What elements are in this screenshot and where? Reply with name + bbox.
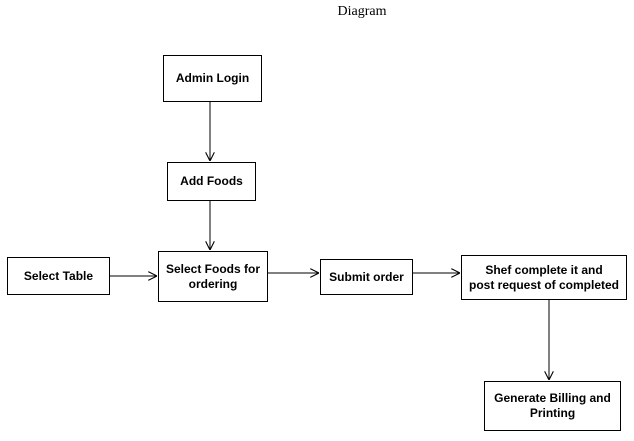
admin-login-box: Admin Login (163, 55, 262, 102)
select-foods-box: Select Foods for ordering (158, 251, 268, 302)
shef-complete-box: Shef complete it and post request of com… (461, 255, 627, 300)
submit-order-label: Submit order (329, 269, 404, 284)
submit-order-box: Submit order (320, 259, 413, 295)
generate-billing-box: Generate Billing and Printing (484, 381, 621, 431)
add-foods-box: Add Foods (167, 162, 256, 201)
add-foods-label: Add Foods (180, 174, 243, 188)
admin-login-label: Admin Login (175, 71, 250, 85)
select-table-label: Select Table (23, 268, 94, 283)
select-foods-label: Select Foods for ordering (165, 261, 260, 291)
shef-complete-label: Shef complete it and post request of com… (468, 262, 620, 292)
select-table-box: Select Table (7, 257, 110, 295)
generate-billing-label: Generate Billing and Printing (494, 391, 611, 420)
